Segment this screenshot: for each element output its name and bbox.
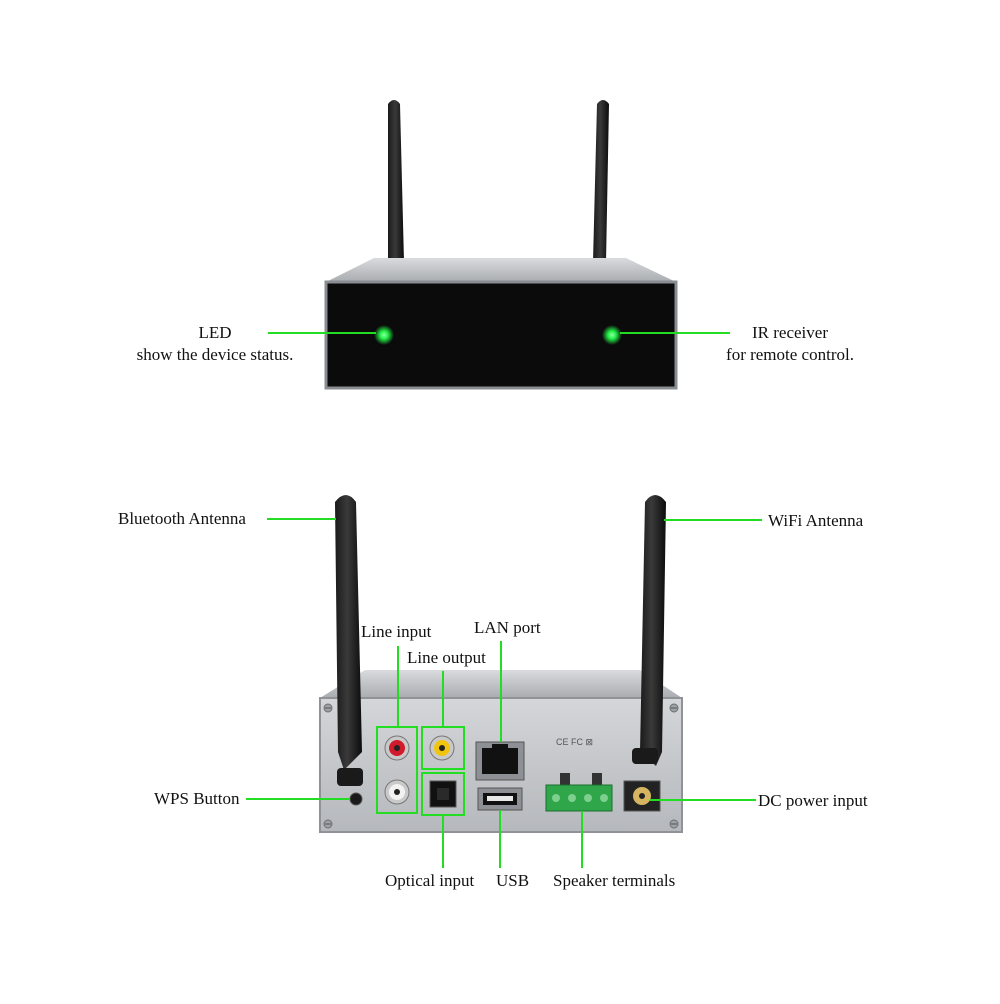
led-label: LED show the device status.	[115, 322, 315, 366]
ir-description: for remote control.	[726, 345, 854, 364]
line-output-label: Line output	[407, 648, 486, 667]
ir-receiver-indicator	[602, 325, 622, 345]
usb-label: USB	[496, 871, 530, 890]
antenna-icon	[335, 495, 363, 786]
terminal-block-icon	[545, 773, 613, 812]
toslink-port-icon	[429, 780, 457, 808]
screw-icon	[323, 819, 333, 829]
front-view-device	[324, 100, 678, 390]
rca-jack-icon	[429, 735, 455, 761]
rj45-port-icon	[475, 741, 525, 781]
callout-lines-back	[246, 518, 762, 868]
led-description: show the device status.	[136, 345, 294, 364]
screw-icon	[323, 703, 333, 713]
screw-icon	[669, 703, 679, 713]
ir-title: IR receiver	[752, 323, 828, 342]
led-title: LED	[198, 323, 232, 342]
screw-icon	[669, 819, 679, 829]
antenna-icon	[388, 100, 404, 262]
speaker-terminals-label: Speaker terminals	[553, 871, 676, 890]
rca-jack-icon	[384, 779, 410, 805]
optical-input-label: Optical input	[385, 871, 475, 890]
usb-port-icon	[477, 787, 523, 811]
wps-button-icon	[349, 792, 363, 806]
wifi-antenna-label: WiFi Antenna	[768, 511, 864, 530]
bluetooth-antenna-label: Bluetooth Antenna	[118, 509, 246, 528]
cert-marks: CE FC ⊠	[556, 737, 593, 747]
dc-jack-icon	[623, 780, 661, 812]
chassis-top	[326, 258, 676, 282]
dc-power-input-label: DC power input	[758, 791, 868, 810]
led-indicator	[374, 325, 394, 345]
antenna-icon	[632, 495, 666, 766]
line-input-label: Line input	[361, 622, 432, 641]
wps-button-label: WPS Button	[154, 789, 240, 808]
antenna-icon	[593, 100, 609, 262]
lan-port-label: LAN port	[474, 618, 541, 637]
ir-label: IR receiver for remote control.	[690, 322, 890, 366]
rca-jack-icon	[384, 735, 410, 761]
